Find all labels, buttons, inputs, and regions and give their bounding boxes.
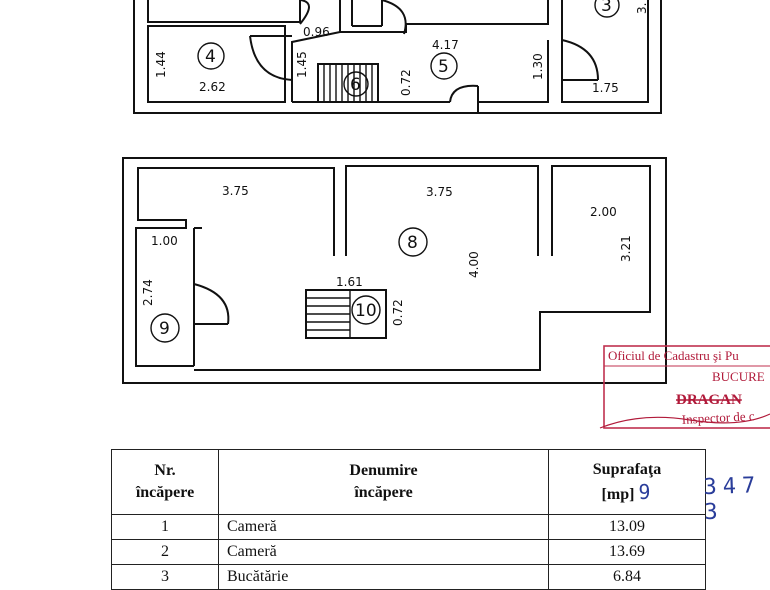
room-9-label: 9 [159, 319, 170, 339]
row-1-name: Cameră [218, 514, 549, 540]
upper-room-5-outline [291, 0, 549, 102]
row-1-area: 13.09 [548, 514, 706, 540]
stamp-line-2: BUCURE [712, 369, 765, 384]
room-6-label: 6 [350, 75, 361, 95]
room-4-marker [197, 42, 225, 70]
upper-plan-outer-wall [133, 0, 662, 114]
door-arc-bottom [449, 84, 479, 103]
handwritten-side-number: 347 3 [703, 473, 762, 526]
cadastre-stamp: Oficiul de Cadastru şi Pu BUCURE DRAGAN … [599, 345, 770, 429]
row-2-name: Cameră [218, 539, 549, 565]
room-3-outline [561, 0, 649, 103]
lower-center-wall [345, 165, 539, 256]
dim-3-75-left: 3.75 [222, 184, 249, 198]
room-9-marker [150, 313, 180, 343]
handwritten-mark: 9 [638, 479, 653, 504]
header-name: Denumire încăpere [218, 449, 549, 515]
lower-plan-outer-wall [122, 157, 667, 384]
header-nr: Nr. încăpere [111, 449, 219, 515]
dim-4-17: 4.17 [432, 38, 459, 52]
dim-2-00: 2.00 [590, 205, 617, 219]
table-row: 1 Cameră 13.09 [111, 514, 706, 540]
header-nr-line2: încăpere [135, 484, 195, 501]
dim-1-75: 1.75 [592, 81, 619, 95]
table-header-row: Nr. încăpere Denumire încăpere Suprafaţa… [111, 449, 706, 515]
room-5-marker [430, 52, 458, 80]
lower-left-wall [135, 167, 335, 367]
header-name-line1: Denumire [349, 462, 418, 479]
room-5-label: 5 [438, 57, 449, 77]
row-1-nr: 1 [111, 514, 219, 540]
room-4-label: 4 [205, 47, 216, 67]
header-area-line2: [mp] [601, 485, 635, 503]
door-arc-upper-left [249, 35, 293, 81]
upper-corridor-wall [147, 0, 301, 23]
stamp-line-3: DRAGAN [676, 392, 742, 408]
stamp-signature [599, 413, 770, 429]
dim-3-75-right: 3.75 [426, 185, 453, 199]
room-3-marker [594, 0, 620, 18]
dim-1-44: 1.44 [154, 51, 168, 78]
floor-plan-drawing: 4 5 6 3 0.96 4.17 2.62 1.75 1.44 1.45 0.… [122, 0, 770, 429]
dim-1-30: 1.30 [531, 53, 545, 80]
stamp-line-1: Oficiul de Cadastru şi Pu [608, 348, 739, 363]
header-nr-line1: Nr. [154, 462, 176, 479]
dim-4-00: 4.00 [467, 251, 481, 278]
header-area: Suprafaţa [mp] 9 [548, 449, 706, 515]
room-10-label: 10 [355, 301, 377, 321]
dim-1-61: 1.61 [336, 275, 363, 289]
room-8-marker [398, 227, 428, 257]
table-row: 3 Bucătărie 6.84 [111, 564, 706, 590]
dim-3-partial: 3. [635, 3, 649, 14]
room-6-marker [343, 71, 369, 97]
door-arc-right [561, 39, 599, 81]
door-arc-top-right [381, 0, 407, 35]
lower-right-wall [194, 165, 651, 371]
room-3-label: 3 [601, 0, 612, 16]
dim-1-00: 1.00 [151, 234, 178, 248]
dim-0-96: 0.96 [303, 25, 330, 39]
table-row: 2 Cameră 13.69 [111, 539, 706, 565]
header-name-line2: încăpere [354, 484, 413, 501]
door-arc-room-9 [193, 283, 230, 325]
dim-1-45: 1.45 [295, 51, 309, 78]
rooms-table: Nr. încăpere Denumire încăpere Suprafaţa… [111, 449, 706, 590]
header-area-line1: Suprafaţa [592, 460, 662, 478]
dim-3-21: 3.21 [619, 235, 633, 262]
stamp-line-4: Inspector de c [681, 408, 755, 427]
row-3-nr: 3 [111, 564, 219, 590]
row-3-name: Bucătărie [218, 564, 549, 590]
door-arc-top [299, 0, 310, 25]
dim-2-62: 2.62 [199, 80, 226, 94]
dim-2-74: 2.74 [141, 279, 155, 306]
row-2-area: 13.69 [548, 539, 706, 565]
room-8-label: 8 [407, 233, 418, 253]
room-4-outline [147, 25, 286, 103]
row-2-nr: 2 [111, 539, 219, 565]
room-10-marker [351, 295, 381, 325]
dim-0-72-upper: 0.72 [399, 69, 413, 96]
row-3-area: 6.84 [548, 564, 706, 590]
dim-0-72-lower: 0.72 [391, 299, 405, 326]
